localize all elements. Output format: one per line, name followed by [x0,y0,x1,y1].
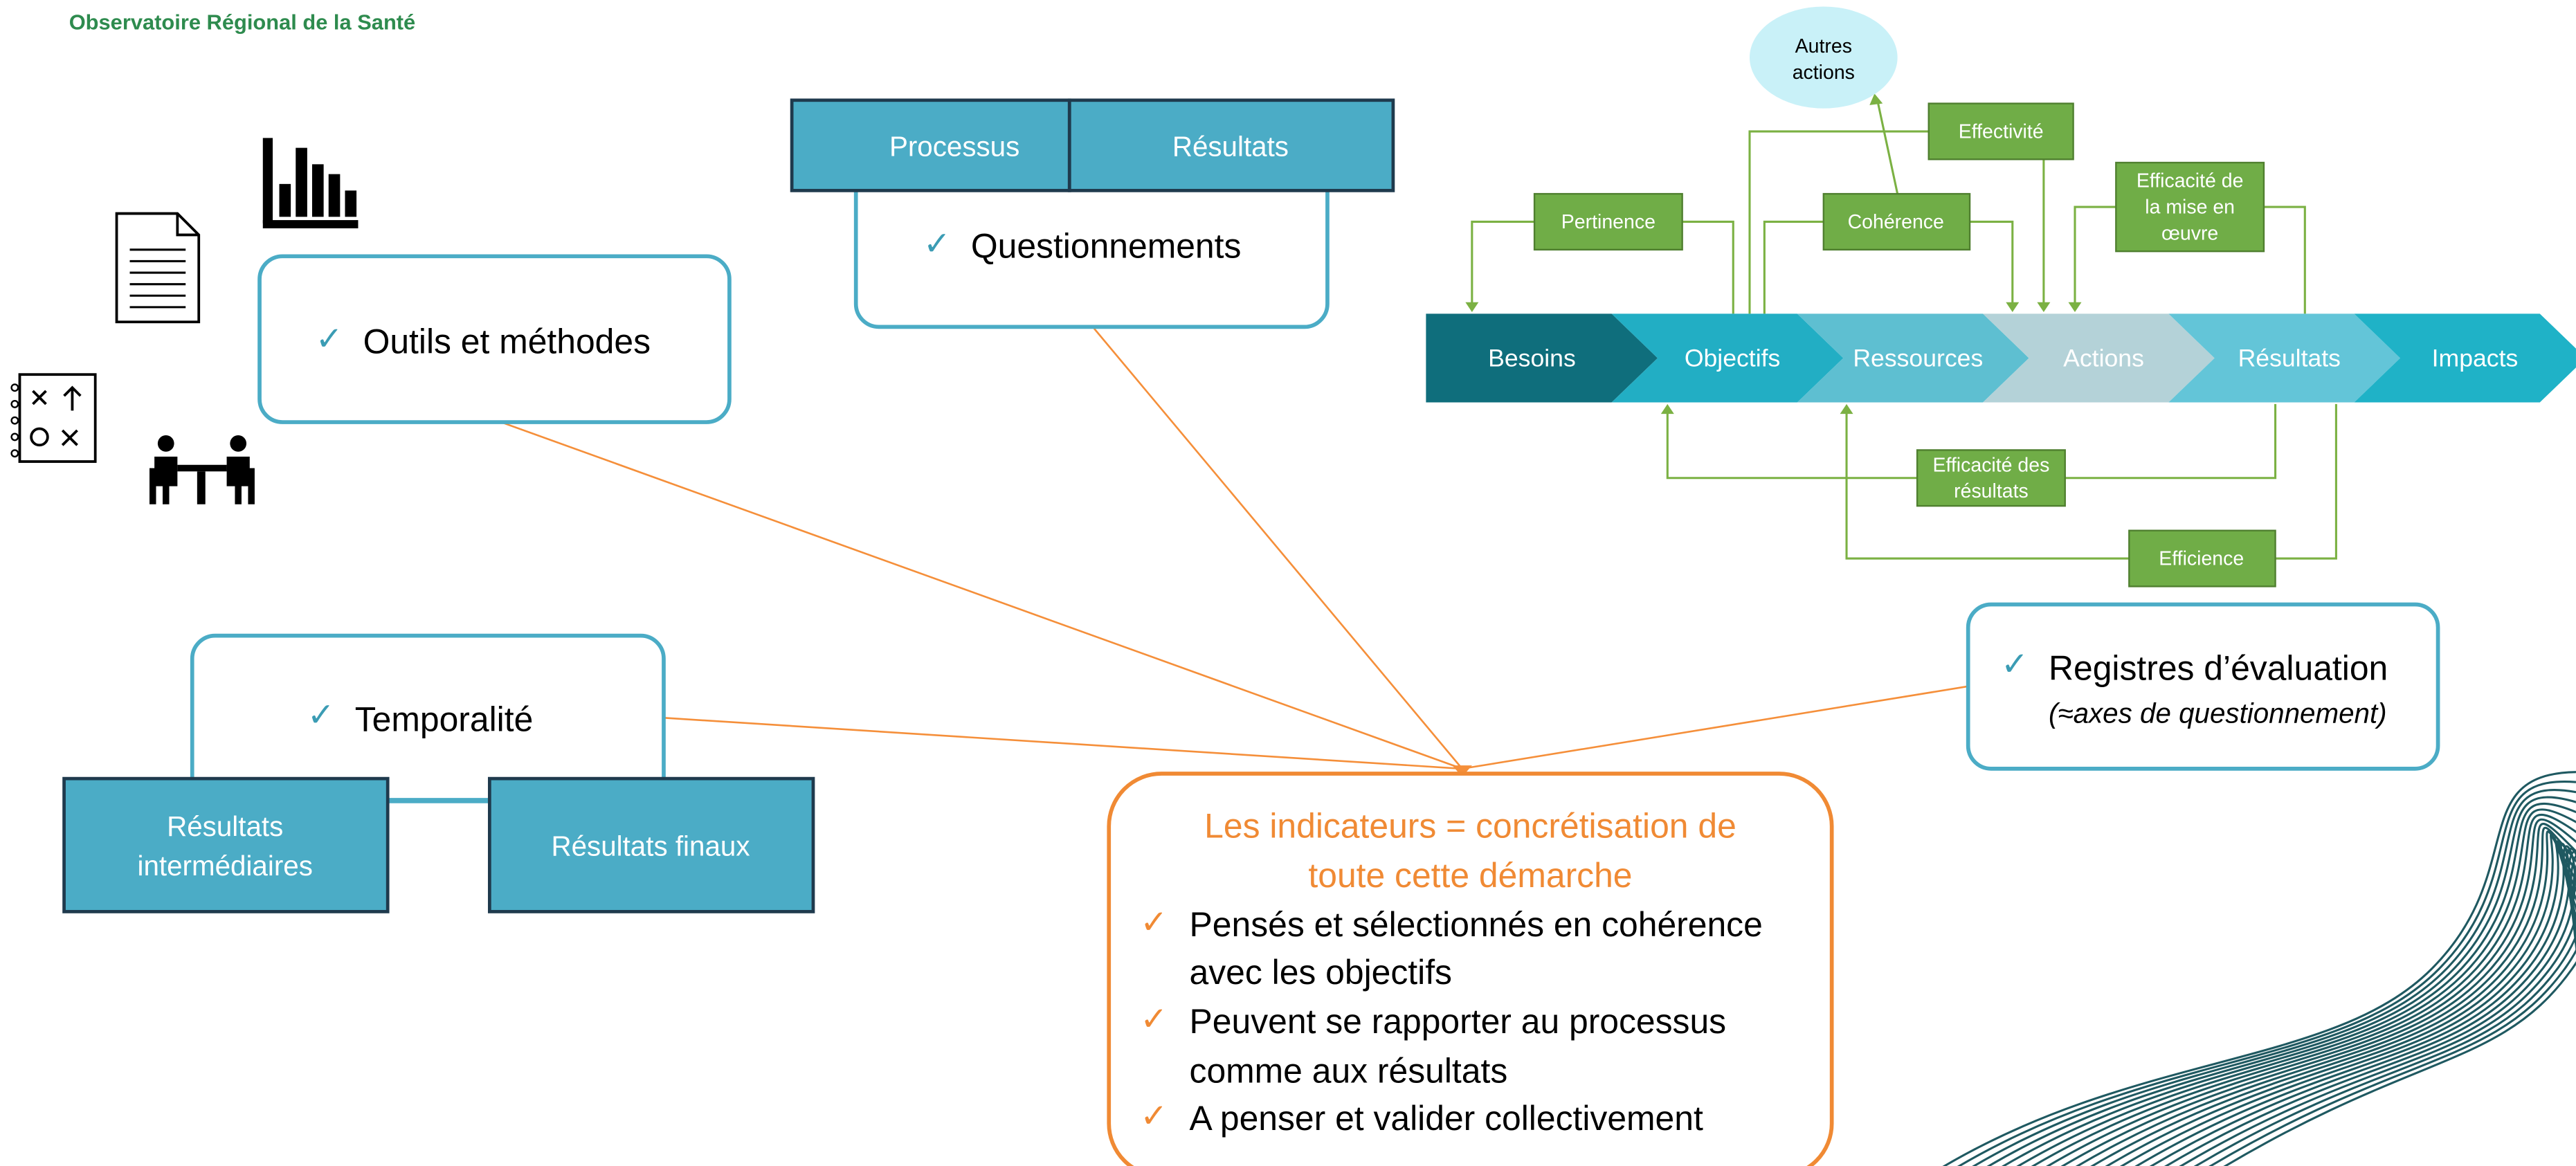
registres-box: ✓ Registres d’évaluation (≈axes de quest… [1966,602,2440,771]
chevron-ressources [1797,313,2029,403]
indicateurs-title-1: Les indicateurs = concrétisation de [1204,807,1736,846]
wave-line [1942,771,2576,1166]
wave-line [2031,813,2576,1166]
indicateur-item-2-line-1: Peuvent se rapporter au processus [1190,1002,1727,1041]
chevron-objectifs [1611,313,1844,403]
chevron-impacts [2354,313,2576,403]
indicateurs-box: Les indicateurs = concrétisation de tout… [1107,772,1834,1166]
questionnements-label: Questionnements [971,227,1242,266]
label-efficacite-resultats-1: Efficacité des [1933,454,2050,476]
indicateur-item-1-line-2: avec les objectifs [1190,953,1452,992]
flow-step-label: Impacts [2432,344,2519,372]
indicateur-item-1-line-1: Pensés et sélectionnés en cohérence [1190,905,1763,944]
tab-processus: Processus [889,131,1019,163]
wave-line [2060,823,2576,1166]
wave-line [2090,830,2576,1166]
tab-resultats: Résultats [1172,131,1289,163]
wave-line [2134,839,2576,1166]
svg-text:Autres: Autres [1795,35,1852,57]
logo-text: Observatoire Régional de la Santé [69,10,416,35]
wave-line [2208,854,2576,1166]
flow-chevrons: Besoins Objectifs Ressources Actions Résulta… [1426,313,2576,403]
wave-line [1972,789,2576,1166]
chevron-résultats [2168,313,2400,403]
wave-line [2046,818,2576,1166]
green-labels: Pertinence Cohérence Effectivité Efficac… [1533,102,2276,587]
check-icon: ✓ [923,226,951,262]
svg-text:actions: actions [1793,62,1855,84]
check-icon: ✓ [2001,646,2029,683]
wave-line [2119,837,2576,1166]
chevron-besoins [1426,313,1658,403]
decorative-waves [1942,771,2576,1166]
wave-line [2179,848,2576,1166]
flow-step-label: Ressources [1853,344,1983,372]
label-coherence: Cohérence [1848,211,1944,233]
flow-step-label: Actions [2063,344,2144,372]
check-icon: ✓ [307,697,335,734]
wave-line [2016,808,2576,1166]
flow-step-label: Résultats [2238,344,2341,372]
wave-line [2105,834,2576,1166]
check-icon: ✓ [316,321,343,358]
wave-line [2164,845,2576,1166]
indicateurs-title-2: toute cette démarche [1308,856,1632,895]
indicateur-item-3: A penser et valider collectivement [1190,1099,1703,1138]
chevron-actions [1983,313,2215,403]
wave-line [2193,850,2576,1166]
flow-step-label: Besoins [1488,344,1576,372]
label-efficacite-mise-3: œuvre [2161,223,2218,245]
wave-line [1986,796,2576,1166]
wave-line [1957,780,2576,1166]
check-icon: ✓ [1140,904,1168,940]
wave-line [2149,842,2576,1166]
label-efficience: Efficience [2159,548,2244,570]
wave-line [2075,826,2576,1166]
check-icon: ✓ [1140,1097,1168,1134]
wave-line [2223,864,2576,1166]
strategy-board-icon [10,373,97,463]
registres-label: Registres d’évaluation [2049,649,2388,688]
bar-chart-icon [262,138,359,228]
meeting-icon [149,435,255,504]
wave-line [2002,802,2576,1166]
temporalite-label: Temporalité [355,700,534,738]
outils-box: ✓ Outils et méthodes [257,254,732,424]
flow-step-label: Objectifs [1685,344,1780,372]
connectors [500,327,1967,777]
document-icon [115,212,201,324]
autres-actions-bubble: Autres actions [1749,6,1898,109]
check-icon: ✓ [1140,1001,1168,1037]
indicateur-item-2-line-2: comme aux résultats [1190,1051,1508,1090]
outils-label: Outils et méthodes [363,322,651,361]
label-efficacite-mise-1: Efficacité de [2137,170,2244,192]
label-efficacite-resultats-2: résultats [1954,480,2029,502]
label-pertinence: Pertinence [1561,211,1656,233]
label-effectivite: Effectivité [1959,120,2044,143]
label-efficacite-mise-2: la mise en [2145,197,2235,219]
tab-resultats-finaux: Résultats finaux [551,830,750,862]
registres-sub: (≈axes de questionnement) [2049,697,2387,729]
questionnements-box: Processus Résultats ✓ Questionnements [790,98,1395,329]
